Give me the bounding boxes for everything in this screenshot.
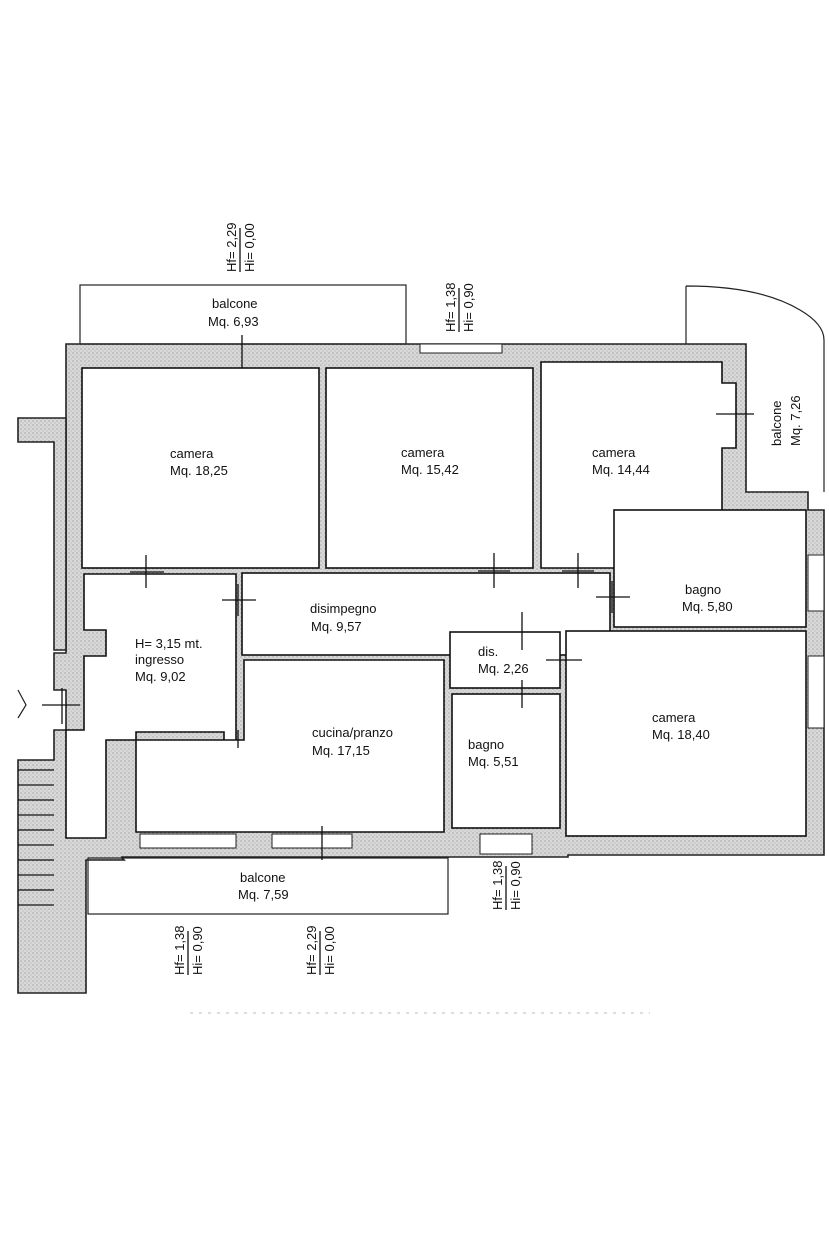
room-dis — [449, 631, 561, 689]
balcone-top-name: balcone — [212, 296, 258, 311]
room-cucina — [135, 659, 445, 833]
camera-1-area: Mq. 18,25 — [170, 463, 228, 478]
room-camera-2 — [325, 367, 534, 569]
balcone-bottom-outline — [87, 857, 449, 915]
bagno-2-area: Mq. 5,51 — [468, 754, 519, 769]
balcone-top-area: Mq. 6,93 — [208, 314, 259, 329]
height-annotations: Hf= 2,29 Hi= 0,00 Hf= 1,38 Hi= 0,90 Hf= … — [172, 222, 523, 975]
windows — [139, 343, 825, 855]
camera-2-name: camera — [401, 445, 445, 460]
ingresso-area: Mq. 9,02 — [135, 669, 186, 684]
room-bagno-1 — [613, 509, 807, 628]
balconies — [79, 284, 825, 915]
camera-4-name: camera — [652, 710, 696, 725]
cucina-name: cucina/pranzo — [312, 725, 393, 740]
ingresso-height: H= 3,15 mt. — [135, 636, 203, 651]
balcone-right-outline — [685, 285, 825, 492]
balcone-bottom-area: Mq. 7,59 — [238, 887, 289, 902]
disimpegno-area: Mq. 9,57 — [311, 619, 362, 634]
stairs — [17, 689, 54, 906]
camera-1-name: camera — [170, 446, 214, 461]
height-bottom-left-hi: Hi= 0,90 — [190, 926, 205, 975]
balcone-right-area: Mq. 7,26 — [788, 395, 803, 446]
room-camera-1 — [81, 367, 320, 569]
height-bottom-mid-hf: Hf= 2,29 — [304, 925, 319, 975]
door-markers — [42, 335, 754, 860]
room-labels: balcone Mq. 6,93 camera Mq. 18,25 camera… — [135, 296, 803, 902]
bagno-1-area: Mq. 5,80 — [682, 599, 733, 614]
disimpegno-name: disimpegno — [310, 601, 377, 616]
camera-2-area: Mq. 15,42 — [401, 462, 459, 477]
height-bottom-right-hi: Hi= 0,90 — [508, 861, 523, 910]
height-bottom-right-hf: Hf= 1,38 — [490, 860, 505, 910]
height-bottom-mid-hi: Hi= 0,00 — [322, 926, 337, 975]
height-top-mid-hi: Hi= 0,90 — [461, 283, 476, 332]
height-bottom-left-hf: Hf= 1,38 — [172, 925, 187, 975]
cucina-area: Mq. 17,15 — [312, 743, 370, 758]
camera-3-area: Mq. 14,44 — [592, 462, 650, 477]
bagno-2-name: bagno — [468, 737, 504, 752]
camera-4-area: Mq. 18,40 — [652, 727, 710, 742]
dis-name: dis. — [478, 644, 498, 659]
balcone-top-outline — [79, 284, 407, 345]
room-bagno-2 — [451, 693, 561, 829]
room-shapes — [65, 361, 807, 839]
balcone-right-name: balcone — [769, 400, 784, 446]
bagno-1-name: bagno — [685, 582, 721, 597]
dis-area: Mq. 2,26 — [478, 661, 529, 676]
height-top-left-hf: Hf= 2,29 — [224, 222, 239, 272]
height-top-mid-hf: Hf= 1,38 — [443, 282, 458, 332]
balcone-bottom-name: balcone — [240, 870, 286, 885]
ingresso-name: ingresso — [135, 652, 184, 667]
height-top-left-hi: Hi= 0,00 — [242, 223, 257, 272]
room-camera-4 — [565, 630, 807, 837]
camera-3-name: camera — [592, 445, 636, 460]
